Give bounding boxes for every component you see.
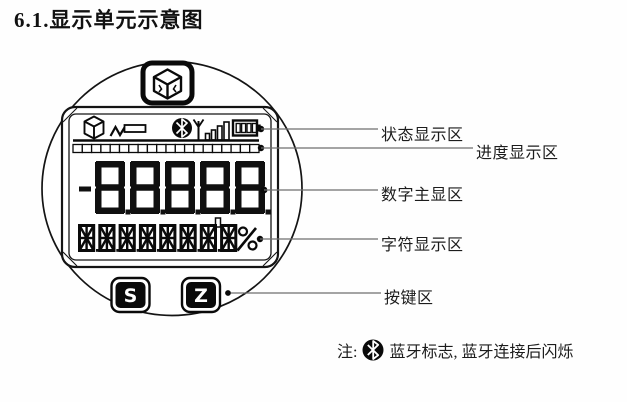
signal-strength-icon	[192, 119, 230, 141]
battery-icon	[231, 119, 261, 137]
note-prefix: 注:	[337, 344, 358, 361]
callout-progress-area: 进度显示区	[476, 145, 559, 162]
note-text: 蓝牙标志, 蓝牙连接后闪烁	[389, 344, 574, 361]
bluetooth-icon	[172, 118, 192, 138]
percent-sign	[214, 217, 258, 252]
bluetooth-note: 注: 蓝牙标志, 蓝牙连接后闪烁	[337, 338, 573, 362]
callout-leader-lines	[225, 125, 473, 296]
progress-display-area	[72, 139, 260, 154]
callout-main-digit-area: 数字主显区	[381, 187, 464, 204]
status-display-area	[83, 115, 261, 141]
button-s: S	[110, 276, 151, 314]
main-digit-display	[79, 161, 271, 215]
callout-character-area: 字符显示区	[381, 237, 464, 254]
waveform-icon	[109, 124, 147, 138]
button-z-label: Z	[194, 285, 208, 307]
callout-button-area: 按键区	[384, 290, 434, 307]
button-s-label: S	[124, 285, 138, 307]
button-z: Z	[180, 276, 222, 314]
cube-logo-icon	[140, 60, 195, 106]
cube-icon	[83, 115, 105, 140]
bluetooth-icon	[362, 339, 384, 361]
callout-status-area: 状态显示区	[381, 127, 464, 144]
page-title: 6.1.显示单元示意图	[14, 8, 204, 32]
character-display-area	[78, 224, 238, 252]
